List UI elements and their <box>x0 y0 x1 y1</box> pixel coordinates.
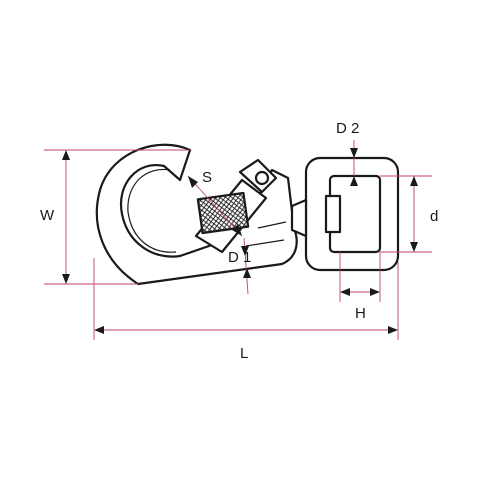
dimension-h <box>339 252 381 302</box>
dimension-s <box>187 175 243 237</box>
dimension-l <box>93 258 399 340</box>
label-l: L <box>240 345 248 362</box>
label-h: H <box>355 305 366 322</box>
dimension-d1 <box>241 237 251 295</box>
label-s: S <box>202 169 212 186</box>
label-w: W <box>40 207 55 224</box>
dimension-w <box>44 149 190 285</box>
dimension-d2 <box>350 140 358 186</box>
gate-assembly <box>194 158 278 254</box>
knurled-sleeve <box>196 191 250 235</box>
label-d: d <box>430 208 438 225</box>
gate-rivet <box>254 170 270 186</box>
label-d1: D 1 <box>228 249 251 266</box>
hook-body <box>95 143 298 286</box>
dimension-d <box>380 175 432 253</box>
label-d2: D 2 <box>336 120 359 137</box>
swivel-ring <box>290 156 400 272</box>
